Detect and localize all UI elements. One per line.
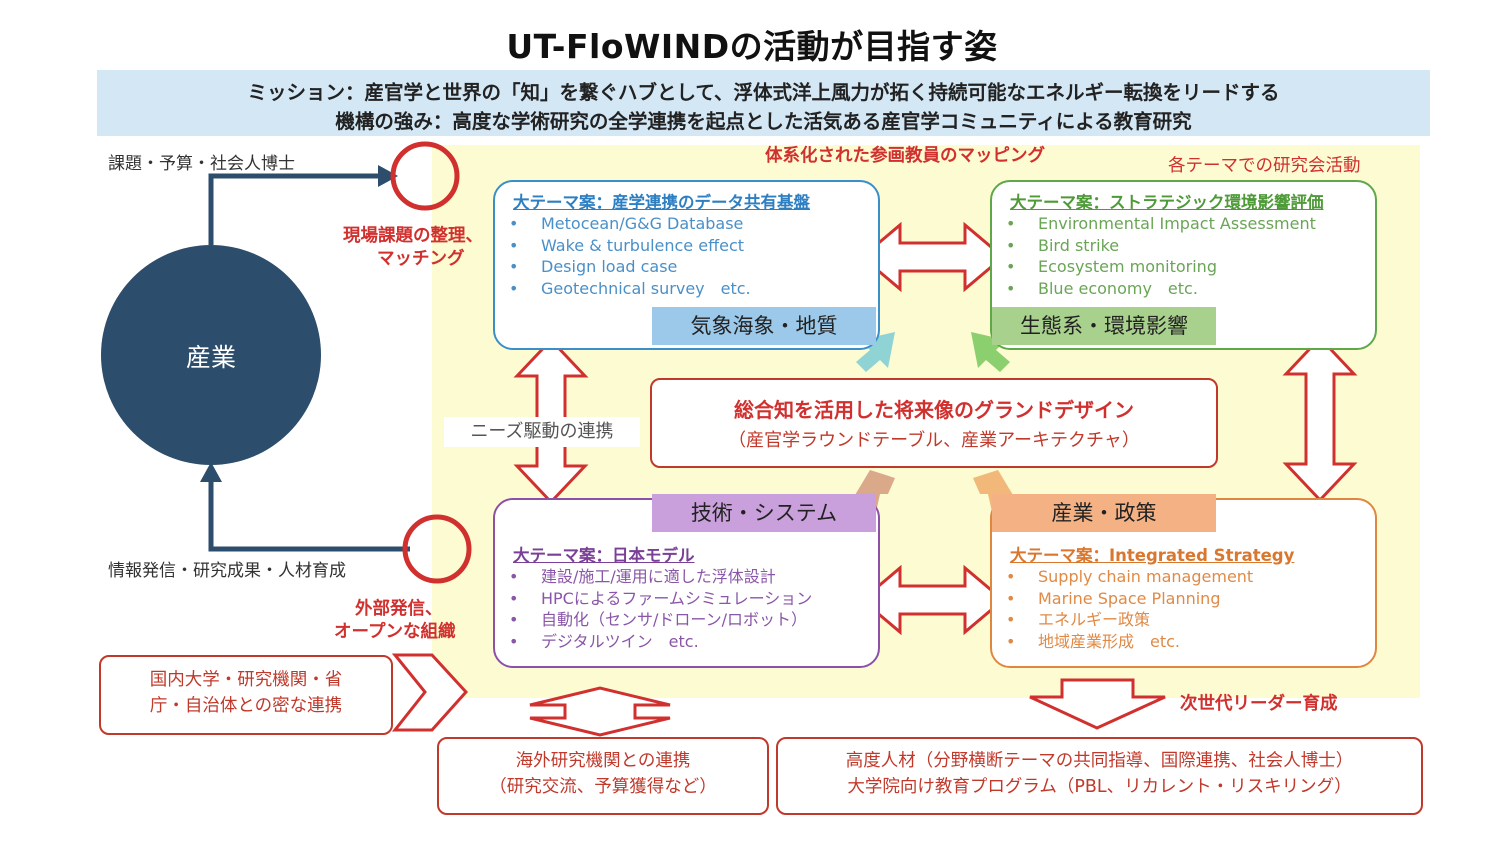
panel-policy-list: •Supply chain management •Marine Space P…: [1006, 566, 1253, 652]
tag-meteo-geology: 気象海象・地質: [652, 307, 876, 345]
next-gen-label: 次世代リーダー育成: [1180, 694, 1338, 714]
industry-label: 産業: [185, 343, 236, 372]
list-item: •Design load case: [509, 257, 678, 276]
domestic-arrow: [391, 653, 469, 732]
strength-text: 機構の強み：高度な学術研究の全学連携を起点とした活気ある産官学コミュニティによる…: [335, 110, 1192, 133]
list-item: •地域産業形成 etc.: [1006, 631, 1181, 651]
mapping-header: 体系化された参画教員のマッピング: [765, 146, 1045, 166]
bottom-horizontal-double-arrow: [859, 564, 1006, 636]
list-item: •Metocean/G&G Database: [509, 214, 744, 233]
page-title: UT-FloWINDの活動が目指す姿: [506, 27, 998, 66]
panel-data-list: •Metocean/G&G Database •Wake & turbulenc…: [509, 213, 751, 299]
list-item: •Marine Space Planning: [1006, 588, 1221, 608]
industry-circle: [101, 245, 321, 465]
list-item: •HPCによるファームシミュレーション: [509, 588, 813, 608]
overseas-line1: 海外研究機関との連携: [515, 751, 691, 771]
domestic-line2: 庁・自治体との密な連携: [149, 696, 343, 716]
grand-design-subtitle: （産官学ラウンドテーブル、産業アーキテクチャ）: [728, 430, 1140, 451]
mission-banner: ミッション：産官学と世界の「知」を繋ぐハブとして、浮体式洋上風力が拓く持続可能な…: [97, 70, 1430, 136]
list-item: •Environmental Impact Assessment: [1006, 214, 1316, 233]
study-groups-header: 各テーマでの研究会活動: [1168, 156, 1361, 176]
panel-env-list: •Environmental Impact Assessment •Bird s…: [1006, 213, 1316, 299]
needs-driven-label: ニーズ駆動の連携: [444, 417, 640, 447]
matching-label-line2: マッチング: [377, 249, 465, 269]
outreach-label-line2: オープンな組織: [334, 622, 456, 642]
list-item: •エネルギー政策: [1006, 610, 1151, 629]
panel-tech-list: •建設/施工/運用に適した浮体設計 •HPCによるファームシミュレーション •自…: [509, 566, 812, 652]
overseas-collab-box: 海外研究機関との連携 （研究交流、予算獲得など）: [437, 737, 769, 815]
top-horizontal-double-arrow: [859, 221, 1006, 293]
list-item: •自動化（センサ/ドローン/ロボット）: [509, 610, 807, 629]
panel-data-title: 大テーマ案：産学連携のデータ共有基盤: [513, 193, 810, 212]
tag-ecosystem: 生態系・環境影響: [992, 307, 1216, 345]
grand-design-box: 総合知を活用した将来像のグランドデザイン （産官学ラウンドテーブル、産業アーキテ…: [650, 378, 1218, 468]
panel-tech-title: 大テーマ案：日本モデル: [513, 546, 695, 565]
outreach-label-line1: 外部発信、: [355, 599, 443, 619]
list-item: •デジタルツイン etc.: [509, 631, 699, 651]
list-item: •Supply chain management: [1006, 567, 1254, 586]
mission-text: ミッション：産官学と世界の「知」を繋ぐハブとして、浮体式洋上風力が拓く持続可能な…: [247, 81, 1280, 104]
tag-industry-policy: 産業・政策: [992, 494, 1216, 532]
list-item: •Wake & turbulence effect: [509, 235, 745, 255]
talent-line2: 大学院向け教育プログラム（PBL、リカレント・リスキリング）: [847, 777, 1352, 797]
lower-connector-line: [208, 480, 410, 552]
list-item: •Blue economy etc.: [1006, 278, 1198, 298]
matching-label-line1: 現場課題の整理、: [343, 226, 483, 246]
overseas-line2: （研究交流、予算獲得など）: [489, 777, 717, 797]
bottom-flow-label: 情報発信・研究成果・人材育成: [108, 561, 346, 581]
list-item: •建設/施工/運用に適した浮体設計: [509, 567, 776, 586]
panel-policy-title: 大テーマ案：Integrated Strategy: [1010, 546, 1295, 565]
right-vertical-double-arrow: [1282, 335, 1358, 503]
domestic-line1: 国内大学・研究機関・省: [149, 670, 343, 690]
overseas-double-arrow: [529, 686, 671, 737]
next-gen-down-arrow: [1029, 678, 1166, 730]
lower-ring: [402, 514, 472, 584]
upper-ring: [390, 141, 460, 211]
upper-arrow-head: [378, 165, 398, 187]
advanced-talent-box: 高度人材（分野横断テーマの共同指導、国際連携、社会人博士） 大学院向け教育プログ…: [776, 737, 1423, 815]
lower-arrow-head: [200, 462, 222, 482]
panel-env-title: 大テーマ案：ストラテジック環境影響評価: [1010, 193, 1324, 212]
list-item: •Bird strike: [1006, 235, 1120, 255]
talent-line1: 高度人材（分野横断テーマの共同指導、国際連携、社会人博士）: [845, 751, 1354, 771]
list-item: •Ecosystem monitoring: [1006, 257, 1217, 276]
grand-design-title: 総合知を活用した将来像のグランドデザイン: [734, 398, 1134, 422]
tag-tech-system: 技術・システム: [652, 494, 876, 532]
list-item: •Geotechnical survey etc.: [509, 278, 751, 298]
top-flow-label: 課題・予算・社会人博士: [108, 154, 295, 174]
upper-connector-line: [208, 173, 380, 245]
domestic-collab-box: 国内大学・研究機関・省 庁・自治体との密な連携: [99, 655, 393, 735]
